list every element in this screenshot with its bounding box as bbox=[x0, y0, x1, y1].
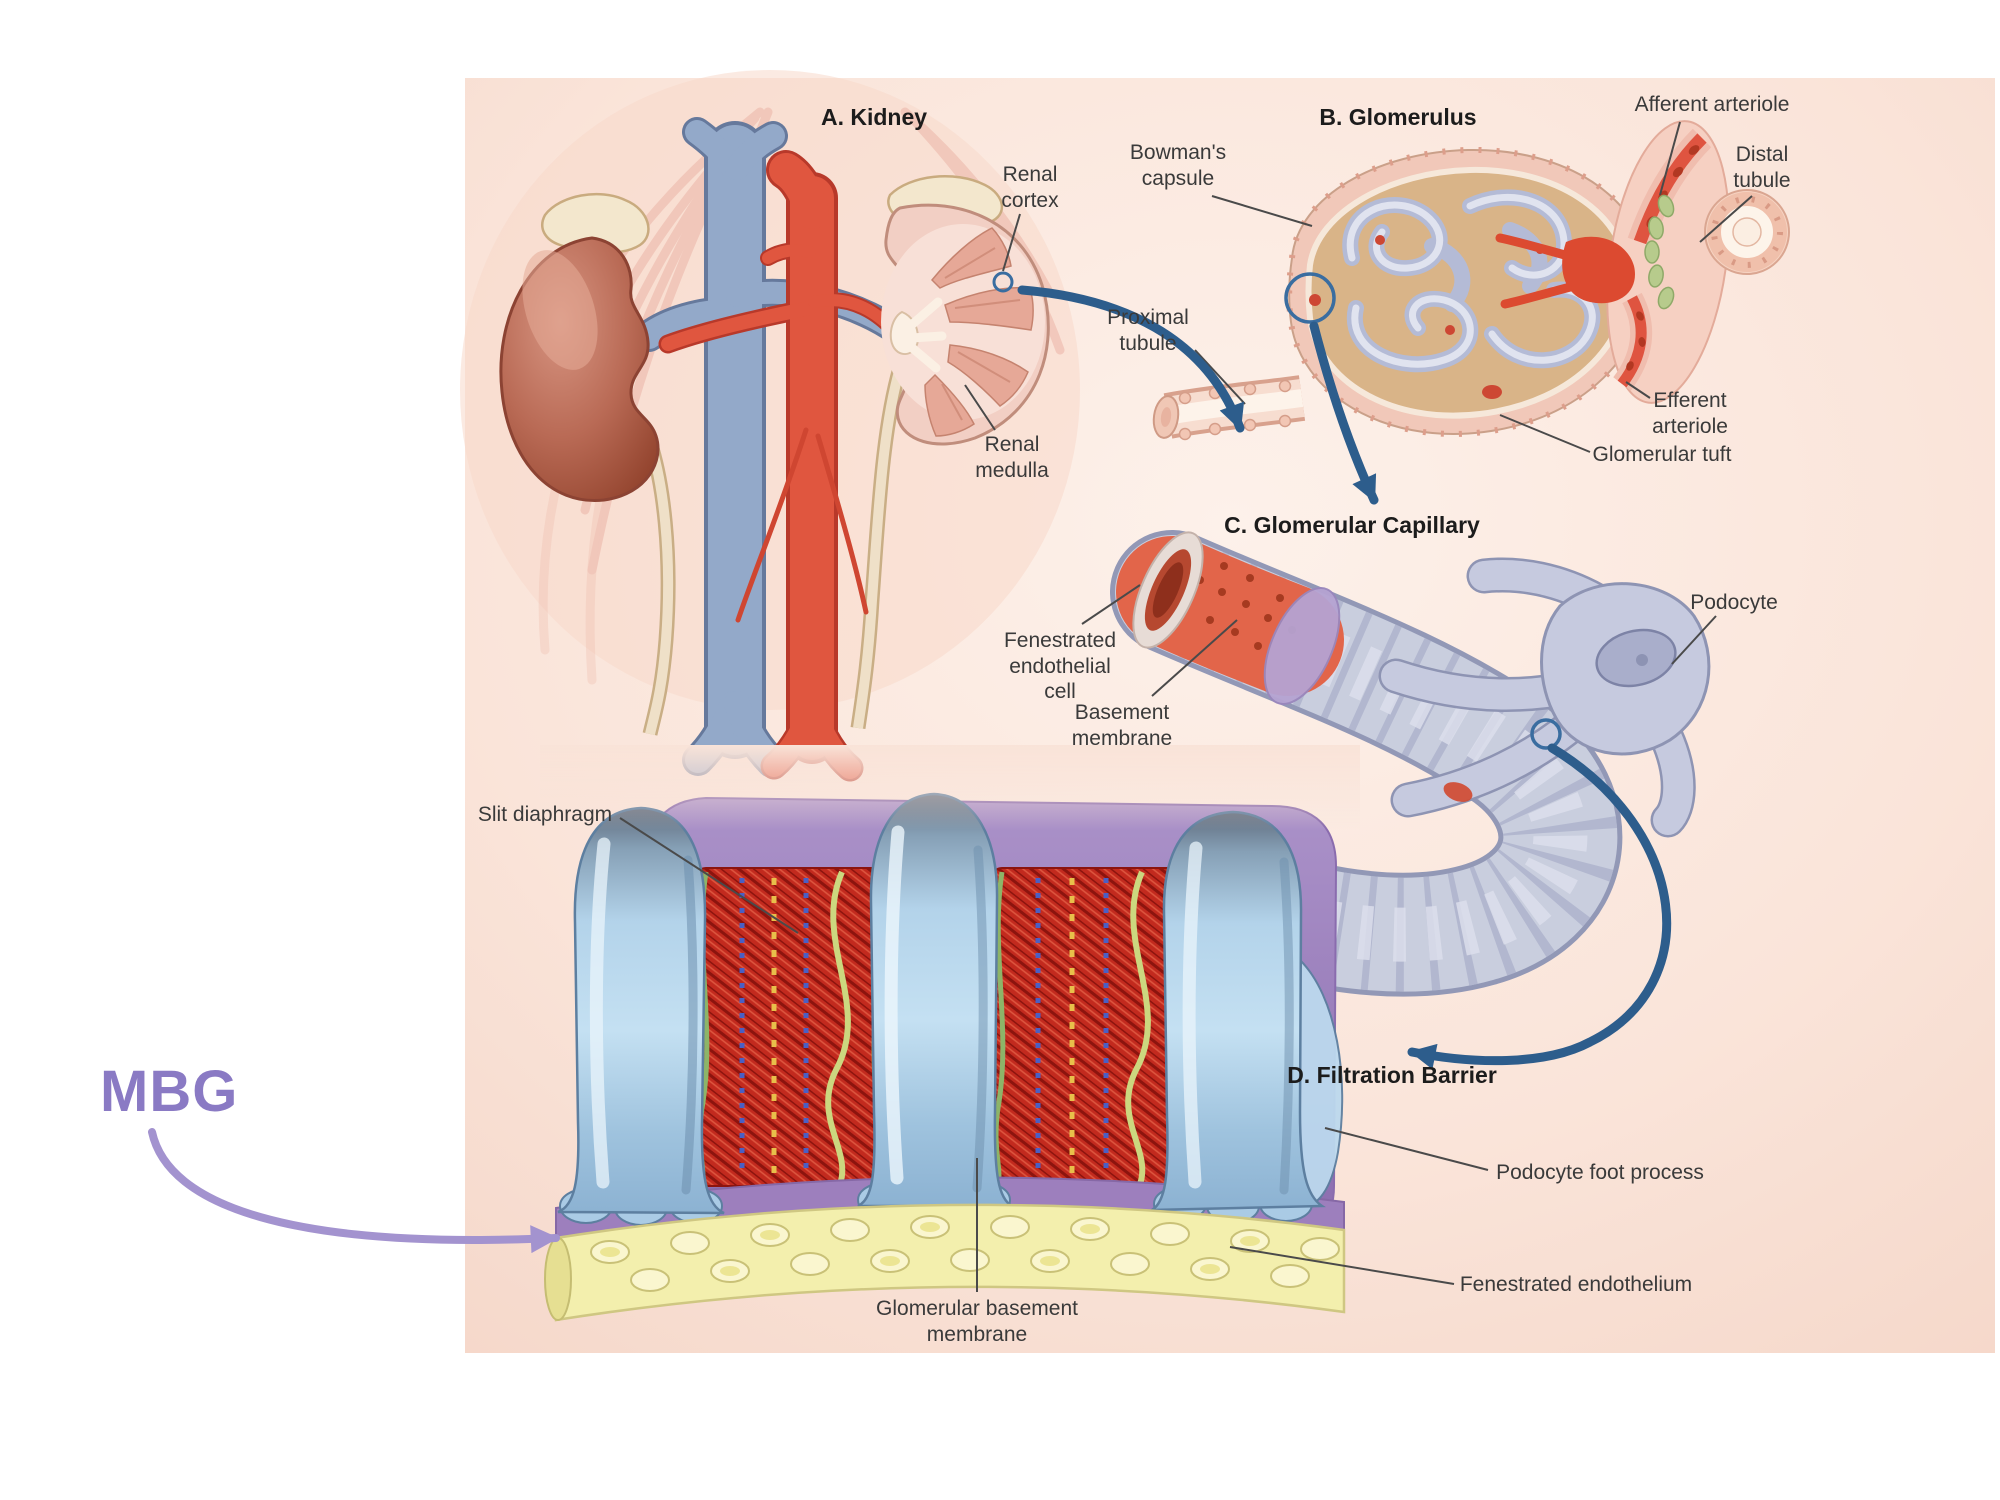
label-bowmans-capsule: Bowman's capsule bbox=[1129, 141, 1227, 190]
filtration-barrier-illustration bbox=[540, 745, 1360, 1322]
foot-process-left bbox=[557, 806, 725, 1226]
leader-bowmans-capsule bbox=[1211, 195, 1313, 227]
label-fenestrated-endothelium: Fenestrated endothelium bbox=[1459, 1273, 1693, 1296]
capillary-red-gap bbox=[1443, 782, 1473, 802]
panel-c-title: C. Glomerular Capillary bbox=[1224, 512, 1480, 538]
leader-podocyte bbox=[1671, 615, 1717, 665]
leader-efferent-arteriole bbox=[1625, 381, 1651, 399]
flow-arrows bbox=[1017, 285, 1672, 1070]
leader-slit-diaphragm bbox=[619, 817, 799, 934]
leader-renal-medulla bbox=[964, 384, 996, 431]
label-proximal-tubule: Proximal tubule bbox=[1107, 306, 1189, 355]
flow-arrow-b-c bbox=[1309, 321, 1379, 505]
leader-afferent-arteriole bbox=[1659, 121, 1681, 196]
kidney-whole bbox=[499, 236, 660, 502]
leader-renal-cortex bbox=[1002, 213, 1021, 272]
gbm-mesh-right bbox=[991, 867, 1189, 1187]
panel-d-title: D. Filtration Barrier bbox=[1287, 1062, 1497, 1088]
vascular-pole-art bbox=[1495, 233, 1635, 309]
flow-arrow-a-b bbox=[1017, 285, 1245, 433]
label-afferent-arteriole: Afferent arteriole bbox=[1634, 93, 1790, 116]
leader-lines bbox=[619, 121, 1753, 1292]
leader-basement-membrane bbox=[1151, 619, 1238, 697]
leader-proximal-tubule bbox=[1194, 349, 1246, 405]
capillary-illustration bbox=[1110, 530, 1711, 997]
capillary-opening bbox=[1132, 531, 1204, 649]
afferent-arteriole-art bbox=[1627, 128, 1712, 247]
label-glomerular-tuft: Glomerular tuft bbox=[1592, 443, 1732, 466]
gbm-mesh-left bbox=[695, 867, 885, 1187]
leader-podocyte-foot-process bbox=[1324, 1127, 1489, 1171]
aorta bbox=[658, 150, 910, 782]
label-basement-membrane: Basement membrane bbox=[1071, 701, 1173, 750]
leader-glomerular-tuft bbox=[1499, 414, 1591, 453]
label-slit-diaphragm: Slit diaphragm bbox=[477, 803, 613, 826]
fenestration-holes bbox=[590, 1215, 1340, 1292]
ridge-top-fade bbox=[540, 745, 1360, 830]
foot-process-center bbox=[857, 792, 1013, 1220]
podocyte-nucleus bbox=[1595, 628, 1677, 688]
glomerulus-zoom-circle bbox=[1284, 272, 1336, 324]
leader-distal-tubule bbox=[1699, 195, 1753, 243]
panel-a-title: A. Kidney bbox=[820, 104, 928, 130]
distal-tubule-art bbox=[1704, 189, 1790, 275]
label-distal-tubule: Distal tubule bbox=[1733, 143, 1791, 192]
kidney-zoom-circle bbox=[992, 271, 1014, 293]
adrenal-gland-left bbox=[541, 192, 650, 254]
label-podocyte-foot-process: Podocyte foot process bbox=[1496, 1161, 1704, 1184]
label-efferent-arteriole: Efferent arteriole bbox=[1652, 389, 1728, 438]
macula-densa-cells bbox=[1644, 194, 1675, 310]
leader-fenestrated-endothelial-cell bbox=[1081, 584, 1141, 625]
basement-membrane-band bbox=[1263, 587, 1341, 705]
flow-arrow-c-d bbox=[1407, 743, 1672, 1070]
panel-b-title: B. Glomerulus bbox=[1319, 104, 1477, 130]
efferent-arteriole-art bbox=[1613, 292, 1653, 391]
ureters bbox=[638, 365, 908, 736]
kidney-illustration bbox=[460, 70, 1080, 782]
label-podocyte: Podocyte bbox=[1690, 591, 1778, 614]
endothelium-layer bbox=[544, 1203, 1346, 1322]
capillary-zoom-circle bbox=[1530, 718, 1562, 750]
leader-fenestrated-endothelium bbox=[1229, 1246, 1455, 1285]
label-renal-medulla: Renal medulla bbox=[975, 433, 1049, 482]
label-renal-cortex: Renal cortex bbox=[1001, 163, 1059, 212]
label-fenestrated-endothelial-cell: Fenestrated endothelial cell bbox=[1003, 629, 1117, 704]
label-glomerular-basement-membrane: Glomerular basement membrane bbox=[876, 1297, 1078, 1346]
mbg-arrow bbox=[148, 1128, 560, 1254]
mbg-annotation: MBG bbox=[100, 1059, 239, 1124]
foot-process-right bbox=[1147, 810, 1344, 1224]
